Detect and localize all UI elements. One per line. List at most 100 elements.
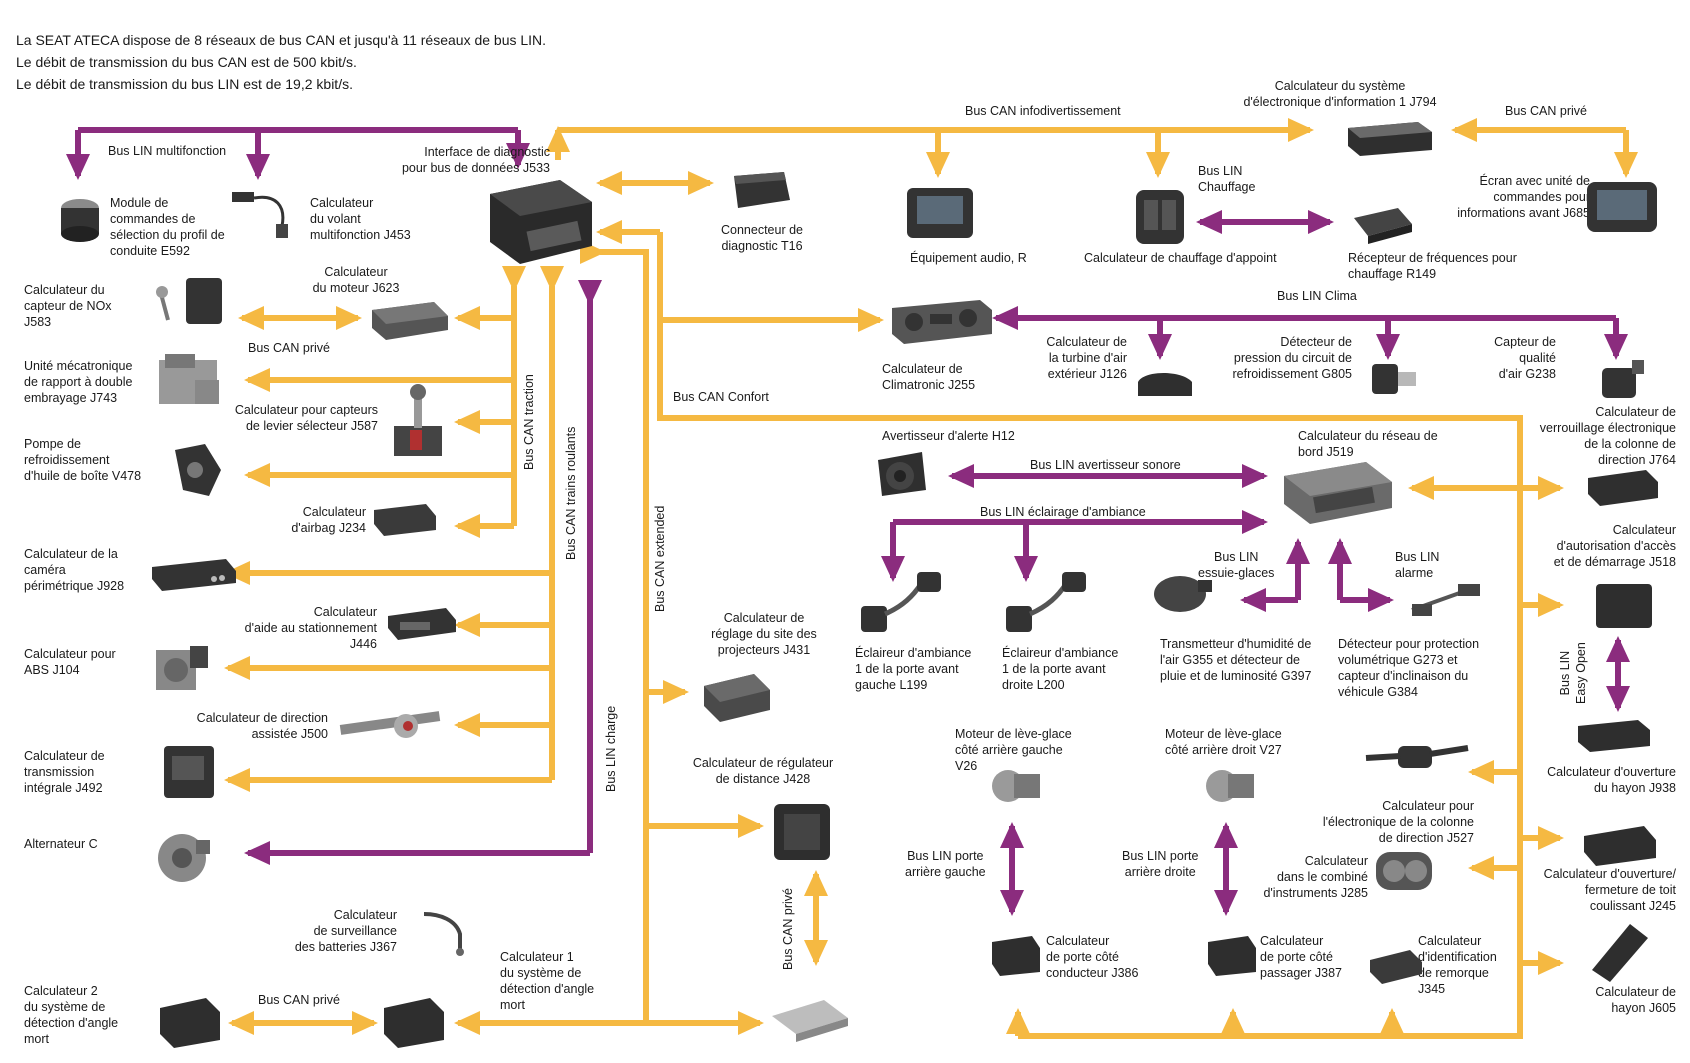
- label-l200: Éclaireur d'ambiance 1 de la porte avant…: [1002, 646, 1119, 692]
- label-r149: Récepteur de fréquences pour chauffage R…: [1348, 251, 1517, 281]
- alternator-icon: [152, 830, 216, 886]
- bus-label-lin-chauffage: Bus LIN Chauffage: [1198, 164, 1256, 194]
- tailgate-ecu-icon: [1584, 918, 1654, 988]
- bus-label-can-traction: Bus CAN traction: [522, 374, 536, 470]
- label-j938: Calculateur d'ouverture du hayon J938: [1547, 765, 1676, 795]
- label-g805: Détecteur de pression du circuit de refr…: [1232, 335, 1352, 381]
- battery-monitor-icon: [420, 906, 472, 958]
- label-j533: Interface de diagnostic pour bus de donn…: [401, 145, 550, 175]
- lin-multifonction-wires: [66, 127, 530, 180]
- climatronic-panel-icon: [888, 296, 996, 348]
- steering-wheel-module-icon: [226, 186, 296, 242]
- radio-unit-icon: [905, 186, 975, 240]
- label-j345: Calculateur d'identification de remorque…: [1418, 934, 1497, 996]
- label-j255: Calculateur de Climatronic J255: [882, 362, 976, 392]
- distance-regulator-ecu-icon: [770, 800, 840, 864]
- label-j519: Calculateur du réseau de bord J519: [1298, 429, 1438, 459]
- bus-label-lin-porte-ad: Bus LIN porte arrière droite: [1122, 849, 1199, 879]
- intro-line-3: Le débit de transmission du bus LIN est …: [16, 76, 353, 92]
- label-j492: Calculateur de transmission intégrale J4…: [24, 749, 105, 795]
- trailer-ecu-icon: [1366, 946, 1426, 988]
- intro-line-2: Le débit de transmission du bus CAN est …: [16, 54, 357, 70]
- label-j527: Calculateur pour l'électronique de la co…: [1322, 799, 1474, 845]
- label-j500: Calculateur de direction assistée J500: [196, 711, 328, 741]
- label-j431: Calculateur de réglage du site des proje…: [711, 611, 817, 657]
- can-infodivertissement-wires: [546, 118, 1638, 178]
- steering-lock-ecu-icon: [1584, 466, 1662, 510]
- sunroof-ecu-icon: [1580, 822, 1660, 870]
- window-motor-right-icon: [1198, 758, 1260, 814]
- label-j104: Calculateur pour ABS J104: [24, 647, 116, 677]
- frequency-receiver-icon: [1350, 204, 1416, 248]
- bus-label-lin-eclairage: Bus LIN éclairage d'ambiance: [980, 505, 1146, 519]
- body-control-module-icon: [1278, 456, 1398, 532]
- auxiliary-heater-icon: [1130, 186, 1190, 248]
- can-trains-roulants-wires: [224, 266, 564, 792]
- air-blower-ecu-icon: [1134, 366, 1196, 404]
- bus-label-lin-essuie: Bus LIN essuie-glaces: [1198, 550, 1275, 580]
- label-j764: Calculateur de verrouillage électronique…: [1539, 405, 1676, 467]
- label-j453: Calculateur du volant multifonction J453: [310, 196, 411, 242]
- bus-label-can-prive-top: Bus CAN privé: [1505, 104, 1587, 118]
- lin-essuie-alarme-wires: [1240, 538, 1394, 612]
- window-motor-left-icon: [984, 758, 1046, 814]
- label-t16: Connecteur de diagnostic T16: [720, 223, 803, 253]
- headlight-range-ecu-icon: [700, 670, 774, 726]
- label-j587: Calculateur pour capteurs de levier séle…: [234, 403, 378, 433]
- camera-module-icon: [148, 555, 240, 595]
- label-alternateur: Alternateur C: [24, 837, 98, 851]
- label-j285: Calculateur dans le combiné d'instrument…: [1263, 854, 1368, 900]
- blind-spot-ecu-1-icon: [380, 994, 448, 1052]
- blind-spot-ecu-2-icon: [156, 994, 224, 1052]
- infotainment-unit-icon: [1344, 118, 1436, 160]
- label-j605: Calculateur de hayon J605: [1595, 985, 1676, 1015]
- label-j623: Calculateur du moteur J623: [312, 265, 400, 295]
- bus-label-lin-multifonction: Bus LIN multifonction: [108, 144, 227, 158]
- diagnostic-connector-icon: [728, 166, 794, 214]
- bus-label-can-trains-roulants: Bus CAN trains roulants: [564, 426, 578, 560]
- lin-charge-wires: [244, 280, 602, 865]
- ambient-light-left-icon: [855, 566, 947, 638]
- bus-label-can-extended: Bus CAN extended: [653, 505, 667, 612]
- air-quality-sensor-icon: [1594, 358, 1648, 404]
- acc-sensor-icon: [768, 992, 852, 1046]
- bus-label-lin-avertisseur: Bus LIN avertisseur sonore: [1030, 458, 1181, 472]
- label-radio: Équipement audio, R: [910, 251, 1027, 265]
- ambient-light-right-icon: [1000, 566, 1092, 638]
- dsg-mechatronic-icon: [155, 350, 225, 414]
- label-j126: Calculateur de la turbine d'air extérieu…: [1046, 335, 1127, 381]
- bus-label-lin-charge: Bus LIN charge: [604, 705, 618, 792]
- label-j685: Écran avec unité de commandes pour infor…: [1457, 174, 1590, 220]
- label-j428: Calculateur de régulateur de distance J4…: [692, 756, 834, 786]
- label-v26: Moteur de lève-glace côté arrière gauche…: [955, 727, 1072, 773]
- awd-ecu-icon: [160, 742, 218, 802]
- passenger-door-ecu-icon: [1204, 932, 1260, 980]
- label-v27: Moteur de lève-glace côté arrière droit …: [1165, 727, 1282, 757]
- rain-light-sensor-icon: [1150, 570, 1216, 620]
- label-j387: Calculateur de porte côté passager J387: [1260, 934, 1343, 980]
- label-bsd1: Calculateur 1 du système de détection d'…: [500, 950, 595, 1012]
- access-start-ecu-icon: [1592, 580, 1658, 632]
- label-j928: Calculateur de la caméra périmétrique J9…: [24, 547, 125, 593]
- bus-label-can-prive-moteur: Bus CAN privé: [248, 341, 330, 355]
- label-chauffage: Calculateur de chauffage d'appoint: [1084, 251, 1277, 265]
- can-traction-wires: [238, 266, 526, 538]
- bus-label-can-prive-bottom: Bus CAN privé: [258, 993, 340, 1007]
- label-j386: Calculateur de porte côté conducteur J38…: [1046, 934, 1139, 980]
- drive-profile-knob-icon: [58, 196, 102, 244]
- nox-sensor-icon: [150, 270, 230, 350]
- instrument-cluster-icon: [1372, 844, 1436, 896]
- front-display-icon: [1585, 180, 1659, 234]
- label-j743: Unité mécatronique de rapport à double e…: [24, 359, 133, 405]
- steering-rack-icon: [336, 704, 446, 744]
- tailgate-opening-ecu-icon: [1574, 716, 1654, 756]
- oil-pump-icon: [165, 440, 229, 504]
- label-bsd2: Calculateur 2 du système de détection d'…: [24, 984, 119, 1046]
- gateway-module-icon: [480, 172, 600, 268]
- bus-label-can-prive-acc: Bus CAN privé: [781, 888, 795, 970]
- label-l199: Éclaireur d'ambiance 1 de la porte avant…: [855, 646, 972, 692]
- label-g355: Transmetteur d'humidité de l'air G355 et…: [1160, 637, 1312, 683]
- lin-eclairage-wires: [881, 510, 1268, 582]
- label-g238: Capteur de qualité d'air G238: [1494, 335, 1556, 381]
- steering-column-switch-icon: [1362, 730, 1472, 780]
